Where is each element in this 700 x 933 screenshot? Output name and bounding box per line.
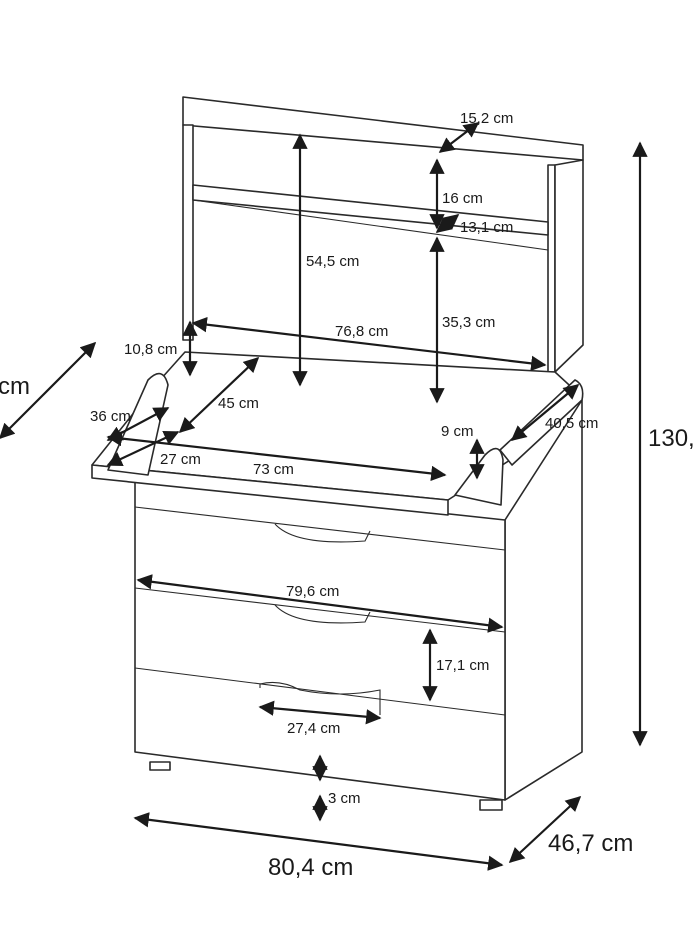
label-handle-width: 27,4 cm: [287, 720, 340, 737]
label-shelf-depth: 13,1 cm: [460, 219, 513, 236]
label-tray-front-depth: 27 cm: [160, 451, 201, 468]
label-total-height: 130,: [648, 425, 695, 452]
label-hutch-lower: 35,3 cm: [442, 314, 495, 331]
label-drawer-height: 17,1 cm: [436, 657, 489, 674]
label-side-rail-depth: 40,5 cm: [545, 415, 598, 432]
label-total-width: 80,4 cm: [268, 854, 353, 881]
label-foot-height: 3 cm: [328, 790, 361, 807]
dresser-body: [134, 399, 583, 811]
label-hutch-depth: 15,2 cm: [460, 110, 513, 127]
label-total-depth: 46,7 cm: [548, 830, 633, 857]
label-drawer-width: 79,6 cm: [286, 583, 339, 600]
label-hutch-inner-height: 54,5 cm: [306, 253, 359, 270]
dimension-arrows: [0, 122, 648, 871]
label-inner-width: 76,8 cm: [335, 323, 388, 340]
label-left-cut: cm: [0, 373, 30, 400]
label-hutch-upper: 16 cm: [442, 190, 483, 207]
label-tray-inner-depth: 45 cm: [218, 395, 259, 412]
dimension-labels: 15,2 cm 16 cm 13,1 cm 54,5 cm 35,3 cm 76…: [0, 110, 695, 881]
label-side-rail-height: 9 cm: [441, 423, 474, 440]
hutch: [182, 96, 584, 373]
label-rail-height: 10,8 cm: [124, 341, 177, 358]
label-tray-side-depth: 36 cm: [90, 408, 131, 425]
label-tray-width: 73 cm: [253, 461, 294, 478]
